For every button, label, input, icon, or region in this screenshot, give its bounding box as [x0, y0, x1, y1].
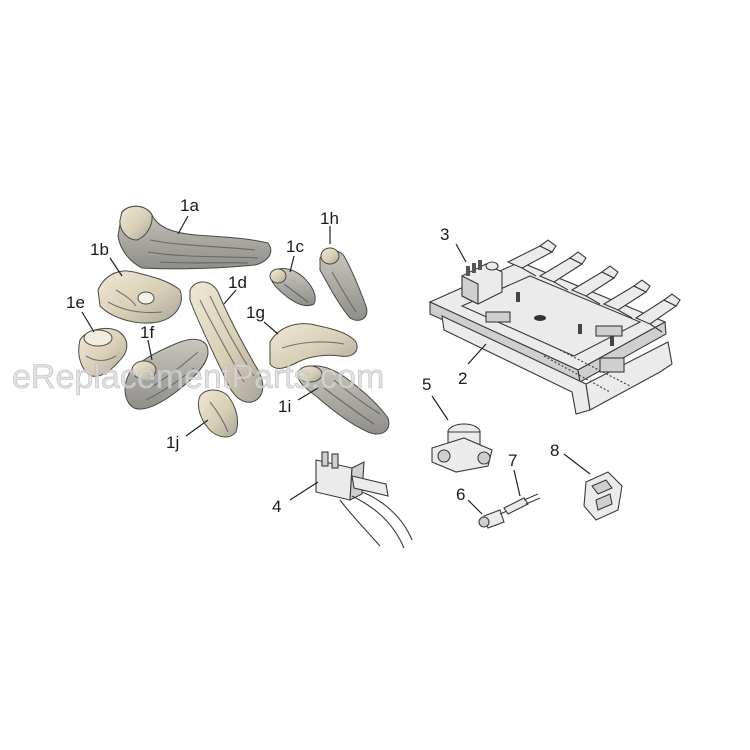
- leader-lines: [81, 215, 591, 515]
- watermark-text: eReplacementParts.com: [12, 358, 384, 396]
- callout-1g: 1g: [246, 303, 265, 322]
- log-1e: [78, 327, 128, 377]
- callout-1a: 1a: [180, 196, 199, 215]
- rocker-switch: [583, 471, 623, 521]
- callout-1h: 1h: [320, 209, 339, 228]
- callout-1c: 1c: [286, 237, 304, 256]
- callout-1e: 1e: [66, 293, 85, 312]
- callout-6: 6: [456, 485, 465, 504]
- callout-7: 7: [508, 451, 517, 470]
- callout-3: 3: [440, 225, 449, 244]
- log-1h: [319, 247, 368, 321]
- log-1f: [124, 338, 209, 410]
- log-1j: [197, 389, 239, 438]
- log-1d: [189, 281, 264, 403]
- log-1i: [297, 365, 390, 435]
- log-1b: [97, 270, 182, 324]
- log-1g: [269, 323, 358, 369]
- log-1c: [269, 268, 316, 307]
- callout-8: 8: [550, 441, 559, 460]
- callout-labels: 1a 1b 1c 1d 1e 1f 1g 1h 1i 1j 2 3 4 5 6 …: [66, 196, 559, 516]
- gas-valve: [431, 423, 493, 473]
- pilot-assembly: [315, 451, 413, 549]
- log-1a: [117, 205, 272, 270]
- callout-4: 4: [272, 497, 281, 516]
- callout-1d: 1d: [228, 273, 247, 292]
- callout-1j: 1j: [166, 433, 179, 452]
- control-module: [461, 260, 503, 305]
- thermocouple: [503, 493, 541, 515]
- callout-5: 5: [422, 375, 431, 394]
- callout-1i: 1i: [278, 397, 291, 416]
- callout-2: 2: [458, 369, 467, 388]
- callout-1b: 1b: [90, 240, 109, 259]
- callout-1f: 1f: [140, 323, 154, 342]
